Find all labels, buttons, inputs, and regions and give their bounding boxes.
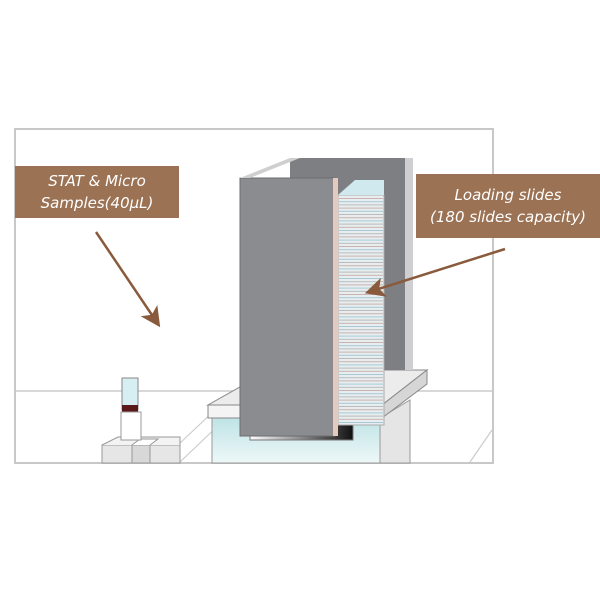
slide bbox=[339, 236, 383, 238]
slide bbox=[339, 332, 383, 334]
slide bbox=[339, 249, 383, 251]
slide bbox=[339, 418, 383, 420]
slide bbox=[339, 268, 383, 270]
slide bbox=[339, 214, 383, 215]
slide bbox=[339, 226, 383, 228]
stat-arrow bbox=[94, 231, 161, 328]
slide bbox=[339, 393, 383, 395]
slide bbox=[339, 210, 383, 212]
slide bbox=[339, 361, 383, 363]
slide bbox=[339, 345, 383, 347]
slide bbox=[339, 396, 383, 398]
front-panel bbox=[239, 177, 336, 437]
sample-stand bbox=[101, 436, 181, 464]
slide bbox=[339, 338, 383, 340]
callout-line: Samples(40µL) bbox=[40, 194, 154, 212]
slide bbox=[339, 329, 383, 331]
slide bbox=[339, 319, 383, 321]
callout-line: STAT & Micro bbox=[48, 172, 146, 190]
slide bbox=[339, 223, 383, 225]
slide bbox=[339, 290, 383, 292]
slide bbox=[339, 217, 383, 219]
slide bbox=[339, 258, 383, 260]
slide bbox=[339, 220, 383, 222]
sample-tube bbox=[120, 377, 142, 441]
slide bbox=[339, 294, 383, 295]
slide bbox=[339, 412, 383, 414]
loading-slides-callout: Loading slides (180 slides capacity) bbox=[416, 174, 600, 238]
slide bbox=[339, 377, 383, 379]
slide bbox=[339, 297, 383, 299]
callout-line: (180 slides capacity) bbox=[430, 208, 586, 226]
slide bbox=[339, 255, 383, 257]
slide bbox=[339, 252, 383, 254]
slide bbox=[339, 198, 383, 199]
slide bbox=[339, 262, 383, 263]
slide bbox=[339, 383, 383, 385]
slide bbox=[339, 370, 383, 372]
slide bbox=[339, 242, 383, 244]
slide bbox=[339, 207, 383, 209]
stat-micro-samples-callout: STAT & Micro Samples(40µL) bbox=[15, 166, 179, 218]
slide bbox=[339, 284, 383, 286]
slide bbox=[339, 348, 383, 350]
slide bbox=[339, 316, 383, 318]
slide bbox=[339, 335, 383, 337]
slide bbox=[339, 351, 383, 353]
slide bbox=[339, 342, 383, 343]
slide bbox=[339, 386, 383, 388]
loading-arrow bbox=[364, 247, 506, 297]
slide bbox=[339, 380, 383, 382]
slide bbox=[339, 367, 383, 369]
slide bbox=[339, 204, 383, 206]
slide bbox=[339, 300, 383, 302]
callout-line: Loading slides bbox=[454, 186, 562, 204]
slide bbox=[339, 303, 383, 305]
slide bbox=[339, 390, 383, 391]
slide bbox=[339, 265, 383, 267]
slide bbox=[339, 306, 383, 308]
slide bbox=[339, 287, 383, 289]
slide bbox=[339, 271, 383, 273]
slide bbox=[339, 239, 383, 241]
slide bbox=[339, 274, 383, 276]
slide bbox=[339, 278, 383, 279]
slide bbox=[339, 399, 383, 401]
slide bbox=[339, 406, 383, 407]
slide bbox=[339, 310, 383, 311]
slide bbox=[339, 313, 383, 315]
slide bbox=[339, 358, 383, 359]
slide bbox=[339, 326, 383, 327]
slide bbox=[339, 364, 383, 366]
slide bbox=[339, 402, 383, 404]
slide bbox=[339, 246, 383, 247]
slide bbox=[339, 281, 383, 283]
slides bbox=[339, 198, 383, 423]
slide bbox=[339, 233, 383, 235]
slide-tower bbox=[239, 158, 413, 437]
slide bbox=[339, 374, 383, 375]
slide bbox=[339, 409, 383, 411]
slide bbox=[339, 415, 383, 417]
slide bbox=[339, 201, 383, 203]
slide bbox=[339, 230, 383, 231]
slide bbox=[339, 354, 383, 356]
slide bbox=[339, 422, 383, 423]
slide bbox=[339, 322, 383, 324]
